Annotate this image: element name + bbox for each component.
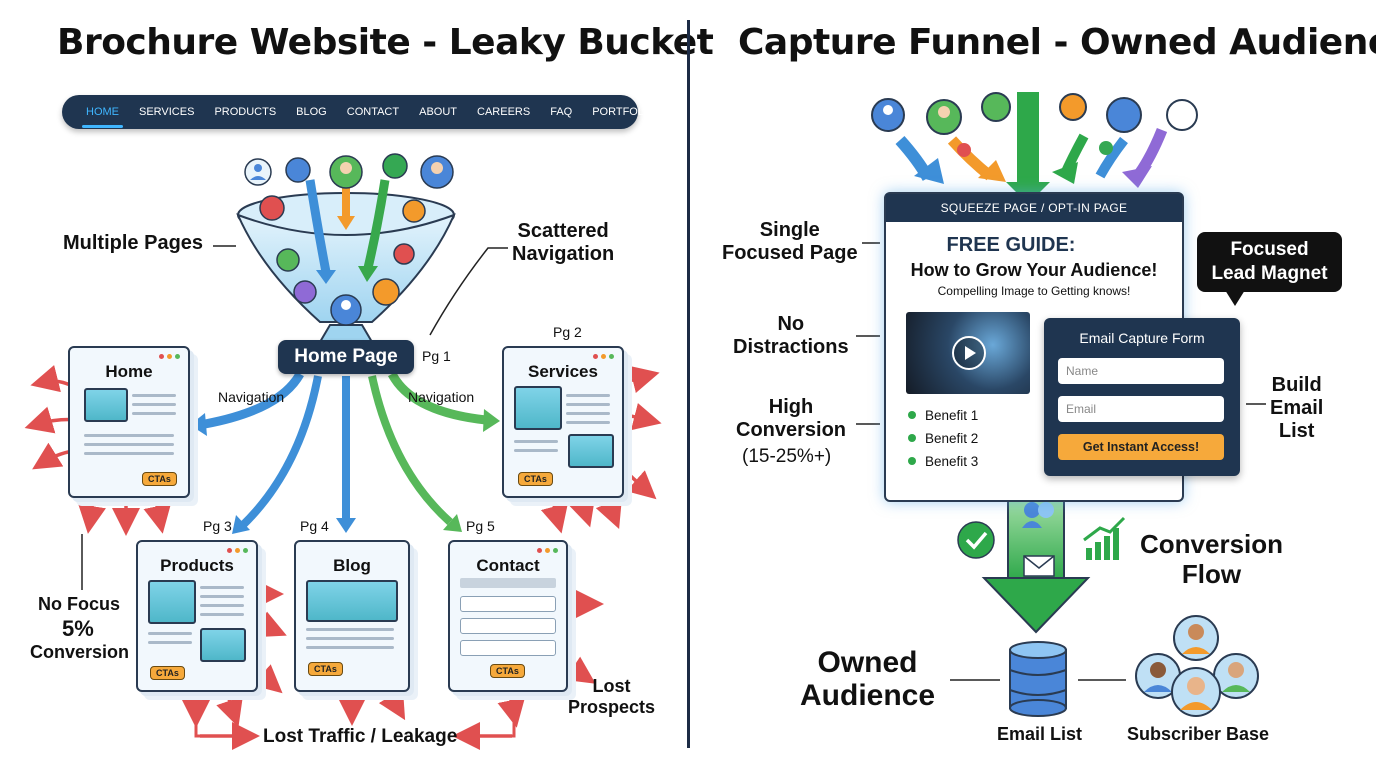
- page-card-title: Contact: [476, 556, 540, 575]
- cta-badge: CTAs: [142, 472, 177, 486]
- guide-subtitle: How to Grow Your Audience!: [910, 260, 1158, 280]
- image-icon: [200, 628, 246, 662]
- nav-arrow-left: [204, 371, 304, 429]
- get-instant-access-button[interactable]: Get Instant Access!: [1058, 434, 1224, 460]
- navigation-left-label: Navigation: [218, 389, 285, 405]
- email-capture-form: Email Capture Form Name Email Get Instan…: [1044, 318, 1240, 476]
- page-card-title: Services: [528, 362, 598, 381]
- focused-lead-magnet-callout: Focused Lead Magnet: [1197, 232, 1342, 306]
- conversion-flow-label: Conversion Flow: [1140, 529, 1284, 589]
- incoming-traffic-arrows: [871, 92, 1198, 204]
- page-card-contact: Contact CTAs: [448, 540, 568, 692]
- growth-chart-icon: [1083, 516, 1126, 560]
- video-thumbnail[interactable]: [906, 312, 1030, 394]
- left-title: Brochure Website - Leaky Bucket: [57, 22, 714, 63]
- nav-item-contact[interactable]: CONTACT: [346, 106, 400, 118]
- page-card-title: Home: [105, 362, 153, 381]
- nav-item-home[interactable]: HOME: [76, 106, 129, 128]
- image-icon: [568, 434, 614, 468]
- benefit-item: Benefit 1: [908, 408, 978, 423]
- multiple-pages-label: Multiple Pages: [63, 232, 204, 254]
- lost-traffic-label: Lost Traffic / Leakage: [263, 726, 458, 747]
- navigation-right-label: Navigation: [408, 389, 475, 405]
- page-card-services: Services CTAs: [502, 346, 624, 498]
- page-card-products: Products CTAs: [136, 540, 258, 692]
- check-icon: [957, 521, 995, 559]
- email-list-label: Email List: [997, 724, 1083, 744]
- image-icon: [514, 386, 562, 430]
- owned-audience-label: Owned Audience: [800, 646, 936, 712]
- nav-arrow-right: [388, 371, 487, 425]
- page-card-home: Home CTAs: [68, 346, 190, 498]
- nav-item-portfolio[interactable]: PORTFOLIO: [592, 106, 656, 118]
- nav-item-blog[interactable]: BLOG: [296, 106, 327, 118]
- page-card-blog: Blog CTAs: [294, 540, 410, 692]
- cta-badge: CTAs: [490, 664, 525, 678]
- image-icon: [148, 580, 196, 624]
- user-icon: [244, 153, 454, 326]
- email-field[interactable]: Email: [1058, 396, 1224, 422]
- squeeze-page-header: SQUEEZE PAGE / OPT-IN PAGE: [886, 194, 1182, 222]
- pg-1-label: Pg 1: [422, 348, 451, 364]
- pg-2-label: Pg 2: [553, 324, 582, 340]
- conversion-label: Conversion: [30, 642, 130, 662]
- benefit-item: Benefit 3: [908, 454, 978, 469]
- scattered-navigation-label: Scattered Navigation: [512, 220, 615, 265]
- nav-item-products[interactable]: PRODUCTS: [214, 106, 277, 118]
- name-field[interactable]: Name: [1058, 358, 1224, 384]
- no-distractions-label: No Distractions: [733, 313, 849, 358]
- stream-blue: [305, 179, 331, 273]
- benefit-item: Benefit 2: [908, 431, 978, 446]
- pg-5-label: Pg 5: [466, 518, 495, 534]
- conversion-pct-label: 5%: [62, 616, 94, 641]
- pg-3-label: Pg 3: [203, 518, 232, 534]
- home-page-node: Home Page: [278, 340, 414, 374]
- envelope-icon: [1023, 555, 1055, 577]
- play-icon[interactable]: [952, 336, 986, 370]
- cta-badge: CTAs: [150, 666, 185, 680]
- free-guide-title: FREE GUIDE:: [946, 234, 1076, 256]
- nav-item-services[interactable]: SERVICES: [139, 106, 195, 118]
- site-navigation-bar: HOME SERVICES PRODUCTS BLOG CONTACT ABOUT CARE…: [62, 95, 656, 129]
- cta-badge: CTAs: [308, 662, 343, 676]
- image-icon: [306, 580, 398, 622]
- cta-badge: CTAs: [518, 472, 553, 486]
- image-icon: [84, 388, 128, 422]
- subscriber-avatars: [1135, 615, 1259, 717]
- page-card-title: Products: [160, 556, 234, 575]
- lost-prospects-label: Lost Prospects: [568, 676, 656, 717]
- build-email-list-label: Build Email List: [1270, 374, 1324, 442]
- guide-caption: Compelling Image to Getting knows!: [937, 284, 1131, 298]
- no-focus-label: No Focus: [38, 594, 121, 614]
- nav-item-about[interactable]: ABOUT: [419, 106, 458, 118]
- page-card-title: Blog: [333, 556, 371, 575]
- high-conversion-label: High Conversion: [736, 396, 847, 441]
- subscriber-base-label: Subscriber Base: [1127, 724, 1270, 744]
- user-group-icon: [1022, 502, 1054, 528]
- section-divider: [687, 20, 690, 748]
- nav-item-faq[interactable]: FAQ: [550, 106, 573, 118]
- form-title: Email Capture Form: [1079, 330, 1205, 346]
- pg-4-label: Pg 4: [300, 518, 329, 534]
- nav-item-careers[interactable]: CAREERS: [477, 106, 531, 118]
- high-conversion-pct-label: (15-25%+): [742, 446, 832, 467]
- database-icon: [1009, 641, 1067, 717]
- right-title: Capture Funnel - Owned Audience: [738, 22, 1376, 63]
- single-focused-page-label: Single Focused Page: [722, 219, 858, 264]
